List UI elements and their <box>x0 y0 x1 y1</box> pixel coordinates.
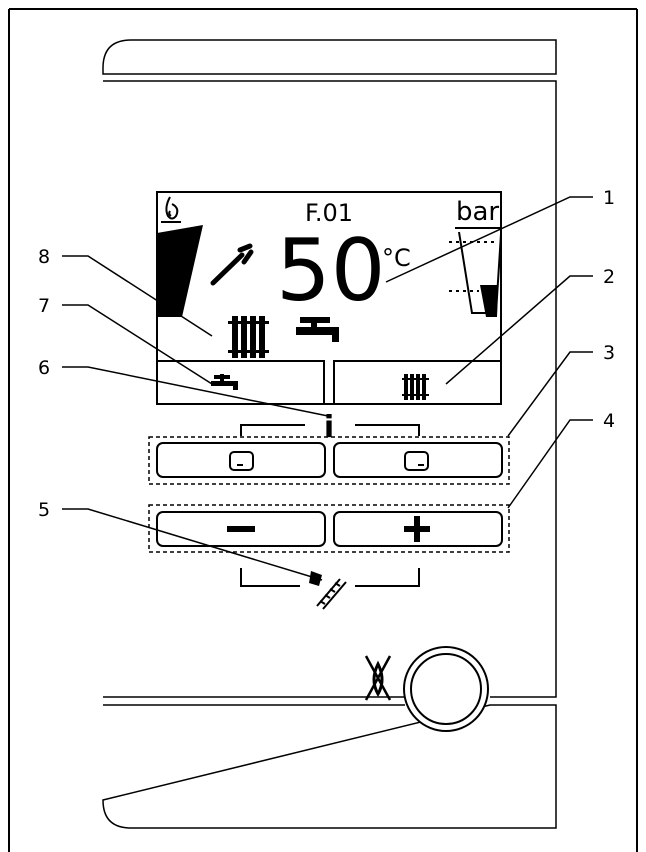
wrench-icon <box>210 243 254 286</box>
radiator-icon <box>228 316 269 358</box>
soft-key-icon <box>229 451 254 471</box>
info-bracket <box>240 424 420 436</box>
callout-5: 5 <box>38 499 50 521</box>
callout-1: 1 <box>603 187 615 209</box>
chimney-sweep-bracket <box>240 568 420 587</box>
plus-label: + <box>0 0 1 1</box>
error-code: F.01 <box>305 199 353 227</box>
callout-8: 8 <box>38 246 50 268</box>
panel-body <box>103 80 557 698</box>
left-soft-key-button[interactable] <box>156 442 326 478</box>
pressure-gauge <box>449 227 502 317</box>
page-frame <box>8 8 638 852</box>
flow-temperature-bar <box>157 225 203 317</box>
right-soft-key-button[interactable] <box>333 442 503 478</box>
pressure-unit: bar <box>456 197 499 227</box>
lcd-display: F.01 50 °C bar <box>156 191 502 405</box>
callout-7: 7 <box>38 295 50 317</box>
chimney-sweep-icon <box>309 571 347 610</box>
bottom-cover <box>102 704 557 829</box>
soft-key-icon <box>404 451 429 471</box>
temperature-unit: °C <box>382 244 411 272</box>
callout-3: 3 <box>603 342 615 364</box>
minus-label: − <box>0 0 1 1</box>
top-cover <box>102 39 557 75</box>
tap-icon <box>211 374 238 390</box>
temperature-value: 50 <box>276 221 385 321</box>
callout-4: 4 <box>603 410 615 432</box>
burner-flame-icon <box>364 655 392 701</box>
callout-2: 2 <box>603 266 615 288</box>
tap-icon <box>296 317 339 342</box>
callout-6: 6 <box>38 357 50 379</box>
minus-button[interactable] <box>156 511 326 547</box>
plus-button[interactable] <box>333 511 503 547</box>
flame-icon <box>161 196 181 223</box>
callout-leaders <box>62 196 593 581</box>
info-symbol: i <box>324 410 334 445</box>
radiator-icon <box>402 374 429 400</box>
rotary-knob[interactable] <box>403 646 489 732</box>
